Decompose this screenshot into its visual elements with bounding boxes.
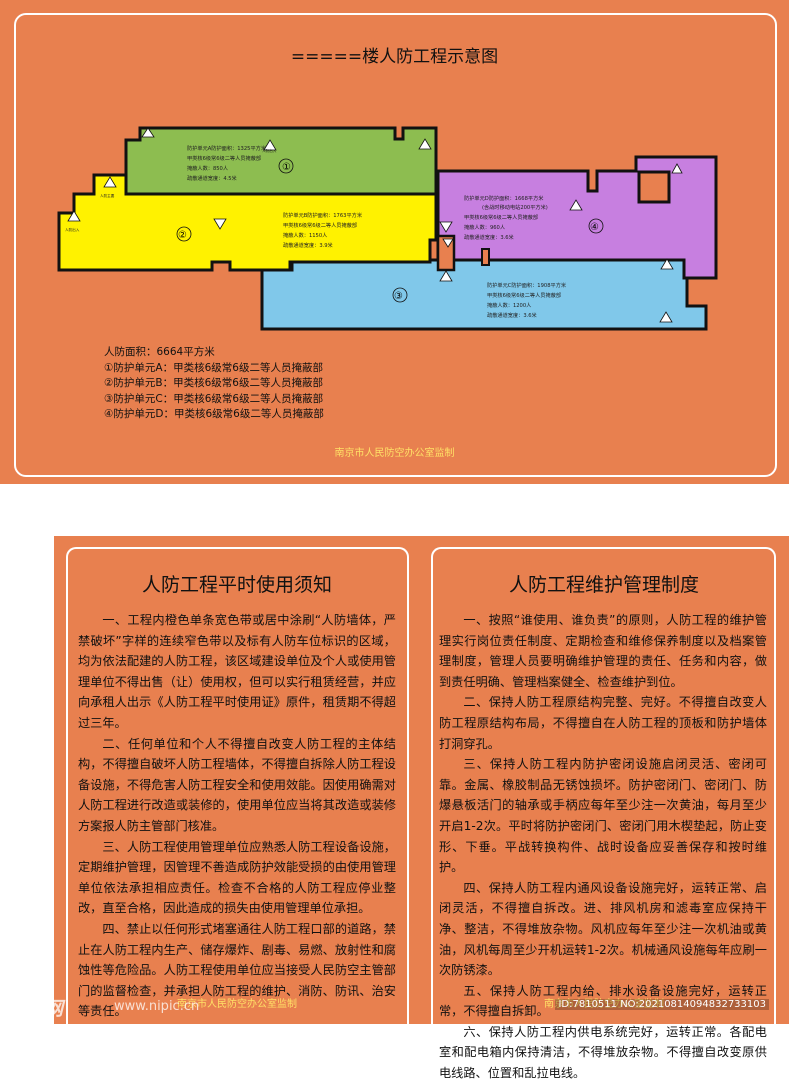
exit-icon [569,199,583,211]
legend-line: ③防护单元C：甲类核6级常6级二等人员掩蔽部 [104,392,324,405]
unit-d-corridor: 疏散通道宽度：3.6米 [464,233,515,241]
unit-b-number: ② [178,230,187,241]
unit-d-shaft [637,170,671,204]
usage-notice-paragraph: 二、任何单位和个人不得擅自改变人防工程的主体结构，不得擅自破坏人防工程墙体，不得… [78,736,396,833]
unit-d-capacity: 掩蔽人数：960人 [464,223,505,231]
maintenance-rules-paragraph: 五、保持人防工程内给、排水设备设施完好，运转正常，不得擅自拆卸。 [439,983,767,1019]
exit-icon [442,238,454,248]
unit-d-area-text: 防护单元D防护面积：1668平方米 [464,194,544,202]
maintenance-rules-paragraph: 六、保持人防工程内供电系统完好，运转正常。各配电室和配电箱内保持清洁，不得堆放杂… [439,1024,767,1081]
exit-icon [671,163,683,174]
exit-icon [263,139,277,151]
usage-notice-frame [66,547,409,1026]
exit-icon [103,176,117,188]
usage-notice-body: 一、工程内橙色单条宽色带或居中涂刷“人防墙体，严禁破坏”字样的连续窄色带以及标有… [78,610,396,1022]
maintenance-rules-paragraph: 三、保持人防工程内防护密闭设施启闭灵活、密闭可靠。金属、橡胶制品无锈蚀损坏。防护… [439,757,767,875]
unit-a-number: ① [282,162,291,173]
floor-plan-frame [14,13,777,477]
exit-icon [67,210,81,222]
exit-icon [660,258,674,270]
maintenance-rules-title: 人防工程维护管理制度 [508,574,699,596]
exit-icon [213,218,227,230]
plan-legend: 人防面积：6664平方米 ①防护单元A：甲类核6级常6级二等人员掩蔽部 ②防护单… [104,345,324,423]
usage-notice-panel: 人防工程平时使用须知 一、工程内橙色单条宽色带或居中涂刷“人防墙体，严禁破坏”字… [54,536,420,1026]
unit-a-area-text: 防护单元A防护面积：1325平方米 [187,144,267,152]
plan-footer: 南京市人民防空办公室监制 [334,448,455,459]
maintenance-rules-frame [431,547,776,1026]
image-id-label: ID:7810511 NO:20210814094832733103 [555,999,769,1010]
usage-notice-footer: 南京市人民防空办公室监制 [177,999,297,1010]
exit-icon [141,127,155,138]
unit-c-capacity: 掩蔽人数：1200人 [487,301,531,309]
unit-d-class: 甲类核6级常6级二等人员掩蔽部 [464,213,538,221]
unit-d-note: (含战时移动电站200平方米) [482,203,548,211]
legend-line: ①防护单元A：甲类核6级常6级二等人员掩蔽部 [104,361,323,374]
exit-icon [439,270,453,282]
usage-notice-title: 人防工程平时使用须知 [141,574,332,596]
entrance-label-main: 人防主要 [100,193,115,198]
legend-total-area: 人防面积：6664平方米 [104,346,215,358]
maintenance-rules-body: 一、按照“谁使用、谁负责”的原则，人防工程的维护管理实行岗位责任制度、定期检查和… [439,610,767,1084]
unit-c-class: 甲类核6级常6级二等人员掩蔽部 [487,291,561,299]
maintenance-rules-paragraph: 二、保持人防工程原结构完整、完好。不得擅自改变人防工程原结构布局，不得擅自在人防… [439,695,767,751]
unit-c-corridor: 疏散通道宽度：3.6米 [487,311,538,319]
unit-d-number: ④ [590,222,599,233]
legend-line: ④防护单元D：甲类核6级常6级二等人员掩蔽部 [104,408,324,421]
exit-icon [418,138,432,150]
legend-line: ②防护单元B：甲类核6级常6级二等人员掩蔽部 [104,377,323,390]
unit-b-area-text: 防护单元B防护面积：1763平方米 [283,211,363,219]
usage-notice-paragraph: 三、人防工程使用管理单位应熟悉人防工程设备设施，定期维护管理，因管理不善造成防护… [78,839,396,916]
unit-b-corridor: 疏散通道宽度：3.9米 [283,241,334,249]
maintenance-rules-footer: 南京市人民防空办公室监制 [544,999,664,1010]
unit-b-class: 甲类核6级常6级二等人员掩蔽部 [283,221,357,229]
unit-c-area [260,258,708,331]
maintenance-rules-panel: 人防工程维护管理制度 一、按照“谁使用、谁负责”的原则，人防工程的维护管理实行岗… [419,536,789,1080]
maintenance-rules-paragraph: 四、保持人防工程内通风设备设施完好，运转正常、启闭灵活，不得擅自拆改。进、排风机… [439,880,767,978]
unit-b-capacity: 掩蔽人数：1150人 [283,231,327,239]
usage-notice-paragraph: 四、禁止以任何形式堵塞通往人防工程口部的道路，禁止在人防工程内生产、储存爆炸、剧… [78,921,396,1019]
floor-plan-map: 人防主要 人防出入 人防出入 ① ② ③ ④ 防护单元A防护面积：1325平方米… [57,126,718,331]
floor-plan-panel: =====楼人防工程示意图 人防主要 人防 [0,0,789,484]
unit-c-area-text: 防护单元C防护面积：1908平方米 [487,281,567,289]
entrance-label: 人防出入 [262,148,277,153]
usage-notice-paragraph: 一、工程内橙色单条宽色带或居中涂刷“人防墙体，严禁破坏”字样的连续窄色带以及标有… [78,613,396,730]
unit-c-number: ③ [394,291,403,302]
floor-plan-title: =====楼人防工程示意图 [290,47,499,67]
entrance-label: 人防出入 [65,227,80,232]
unit-a-capacity: 掩蔽人数：850人 [187,164,228,172]
exit-icon [659,311,673,323]
unit-a-class: 甲类核6级常6级二等人员掩蔽部 [187,154,261,162]
exit-icon [439,221,453,233]
connector-cd [481,248,490,266]
unit-a-corridor: 疏散通道宽度：4.5米 [187,174,238,182]
watermark-url: www.nipic.cn [114,999,200,1014]
maintenance-rules-paragraph: 一、按照“谁使用、谁负责”的原则，人防工程的维护管理实行岗位责任制度、定期检查和… [439,613,767,689]
watermark-logo: 昵享网 [6,998,64,1020]
